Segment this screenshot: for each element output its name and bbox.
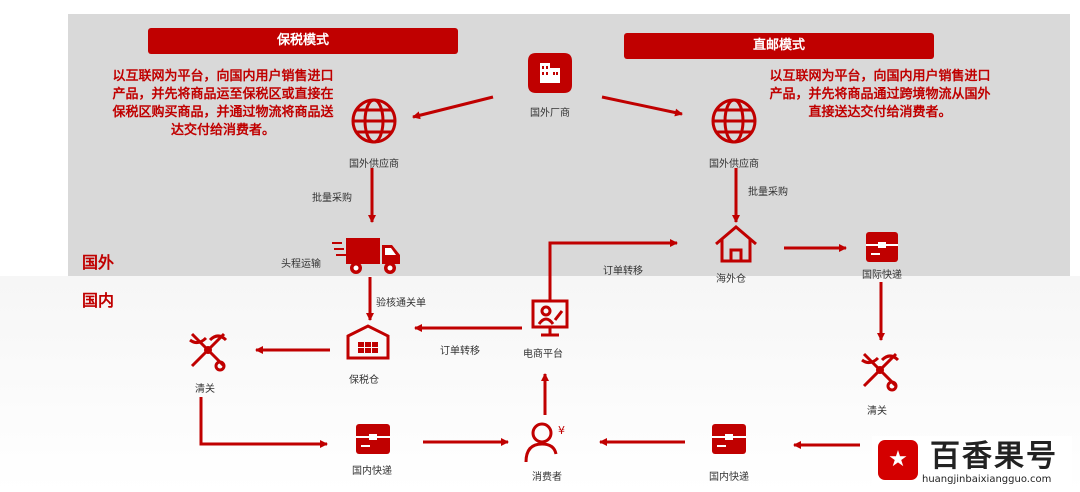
direct-desc-line: 产品，并先将商品通过跨境物流从国外: [769, 87, 991, 102]
globe-icon: [711, 98, 757, 144]
bonded-mode-banner: 保税模式: [148, 28, 458, 54]
consumer-label: 消费者: [532, 472, 562, 483]
overseas-warehouse-label: 海外仓: [716, 274, 746, 285]
direct-description: 以互联网为平台，向国内用户销售进口 产品，并先将商品通过跨境物流从国外 直接送达…: [730, 68, 1030, 122]
bonded-description: 以互联网为平台，向国内用户销售进口 产品，并先将商品运至保税区或直接在 保税区购…: [68, 68, 378, 140]
domestic-express-right-label: 国内快递: [709, 472, 749, 483]
customs-icon: [861, 352, 900, 392]
svg-text:¥: ¥: [558, 424, 565, 437]
package-icon: [866, 232, 898, 262]
arrow-ecommerce-to-overseas-warehouse: [548, 239, 678, 300]
bonded-desc-line: 达交付给消费者。: [170, 123, 275, 138]
manufacturer-label: 国外厂商: [530, 108, 570, 119]
foreign-region-label: 国外: [82, 253, 115, 272]
logo-url: huangjinbaixiangguo.com: [922, 474, 1052, 485]
order-transfer-lower-label: 订单转移: [440, 346, 480, 357]
direct-desc-line: 直接送达交付给消费者。: [808, 105, 952, 120]
package-icon: [712, 424, 746, 454]
head-transport-label: 头程运输: [281, 259, 321, 270]
consumer-icon: ¥: [524, 422, 565, 463]
direct-desc-line: 以互联网为平台，向国内用户销售进口: [769, 69, 991, 84]
logo-name: 百香果号: [930, 439, 1058, 474]
arrow-manufacturer-to-supplier-left: [412, 95, 494, 120]
star-icon: ★: [878, 440, 918, 480]
bonded-desc-line: 保税区购买商品，并通过物流将商品送: [112, 105, 334, 120]
bonded-desc-line: 产品，并先将商品运至保税区或直接在: [112, 87, 334, 102]
arrow-customs-to-domestic-express: [199, 397, 328, 448]
arrow-manufacturer-to-supplier-right: [601, 95, 683, 117]
bonded-desc-line: 以互联网为平台，向国内用户销售进口: [112, 69, 334, 84]
direct-mail-banner: 直邮模式: [624, 33, 934, 59]
globe-icon: [351, 98, 397, 144]
customs-verify-label: 验核通关单: [376, 298, 426, 309]
customs-left-label: 清关: [195, 384, 215, 395]
customs-right-label: 清关: [867, 406, 887, 417]
bonded-warehouse-label: 保税仓: [349, 375, 379, 386]
truck-icon: [332, 238, 400, 274]
bulk-purchase-left-label: 批量采购: [312, 193, 352, 204]
supplier-right-label: 国外供应商: [709, 159, 759, 170]
customs-icon: [189, 332, 228, 372]
watermark-logo: ★ 百香果号 huangjinbaixiangguo.com: [872, 436, 1072, 490]
bulk-purchase-right-label: 批量采购: [748, 187, 788, 198]
order-transfer-upper-label: 订单转移: [603, 266, 643, 277]
package-icon: [356, 424, 390, 454]
building-icon: [528, 53, 572, 93]
warehouse-icon: [346, 324, 390, 360]
ecommerce-label: 电商平台: [523, 349, 563, 360]
supplier-left-label: 国外供应商: [349, 159, 399, 170]
intl-express-label: 国际快递: [862, 270, 902, 281]
domestic-express-left-label: 国内快递: [352, 466, 392, 477]
house-icon: [715, 225, 757, 263]
domestic-region-label: 国内: [82, 291, 115, 310]
monitor-icon: [531, 299, 569, 337]
